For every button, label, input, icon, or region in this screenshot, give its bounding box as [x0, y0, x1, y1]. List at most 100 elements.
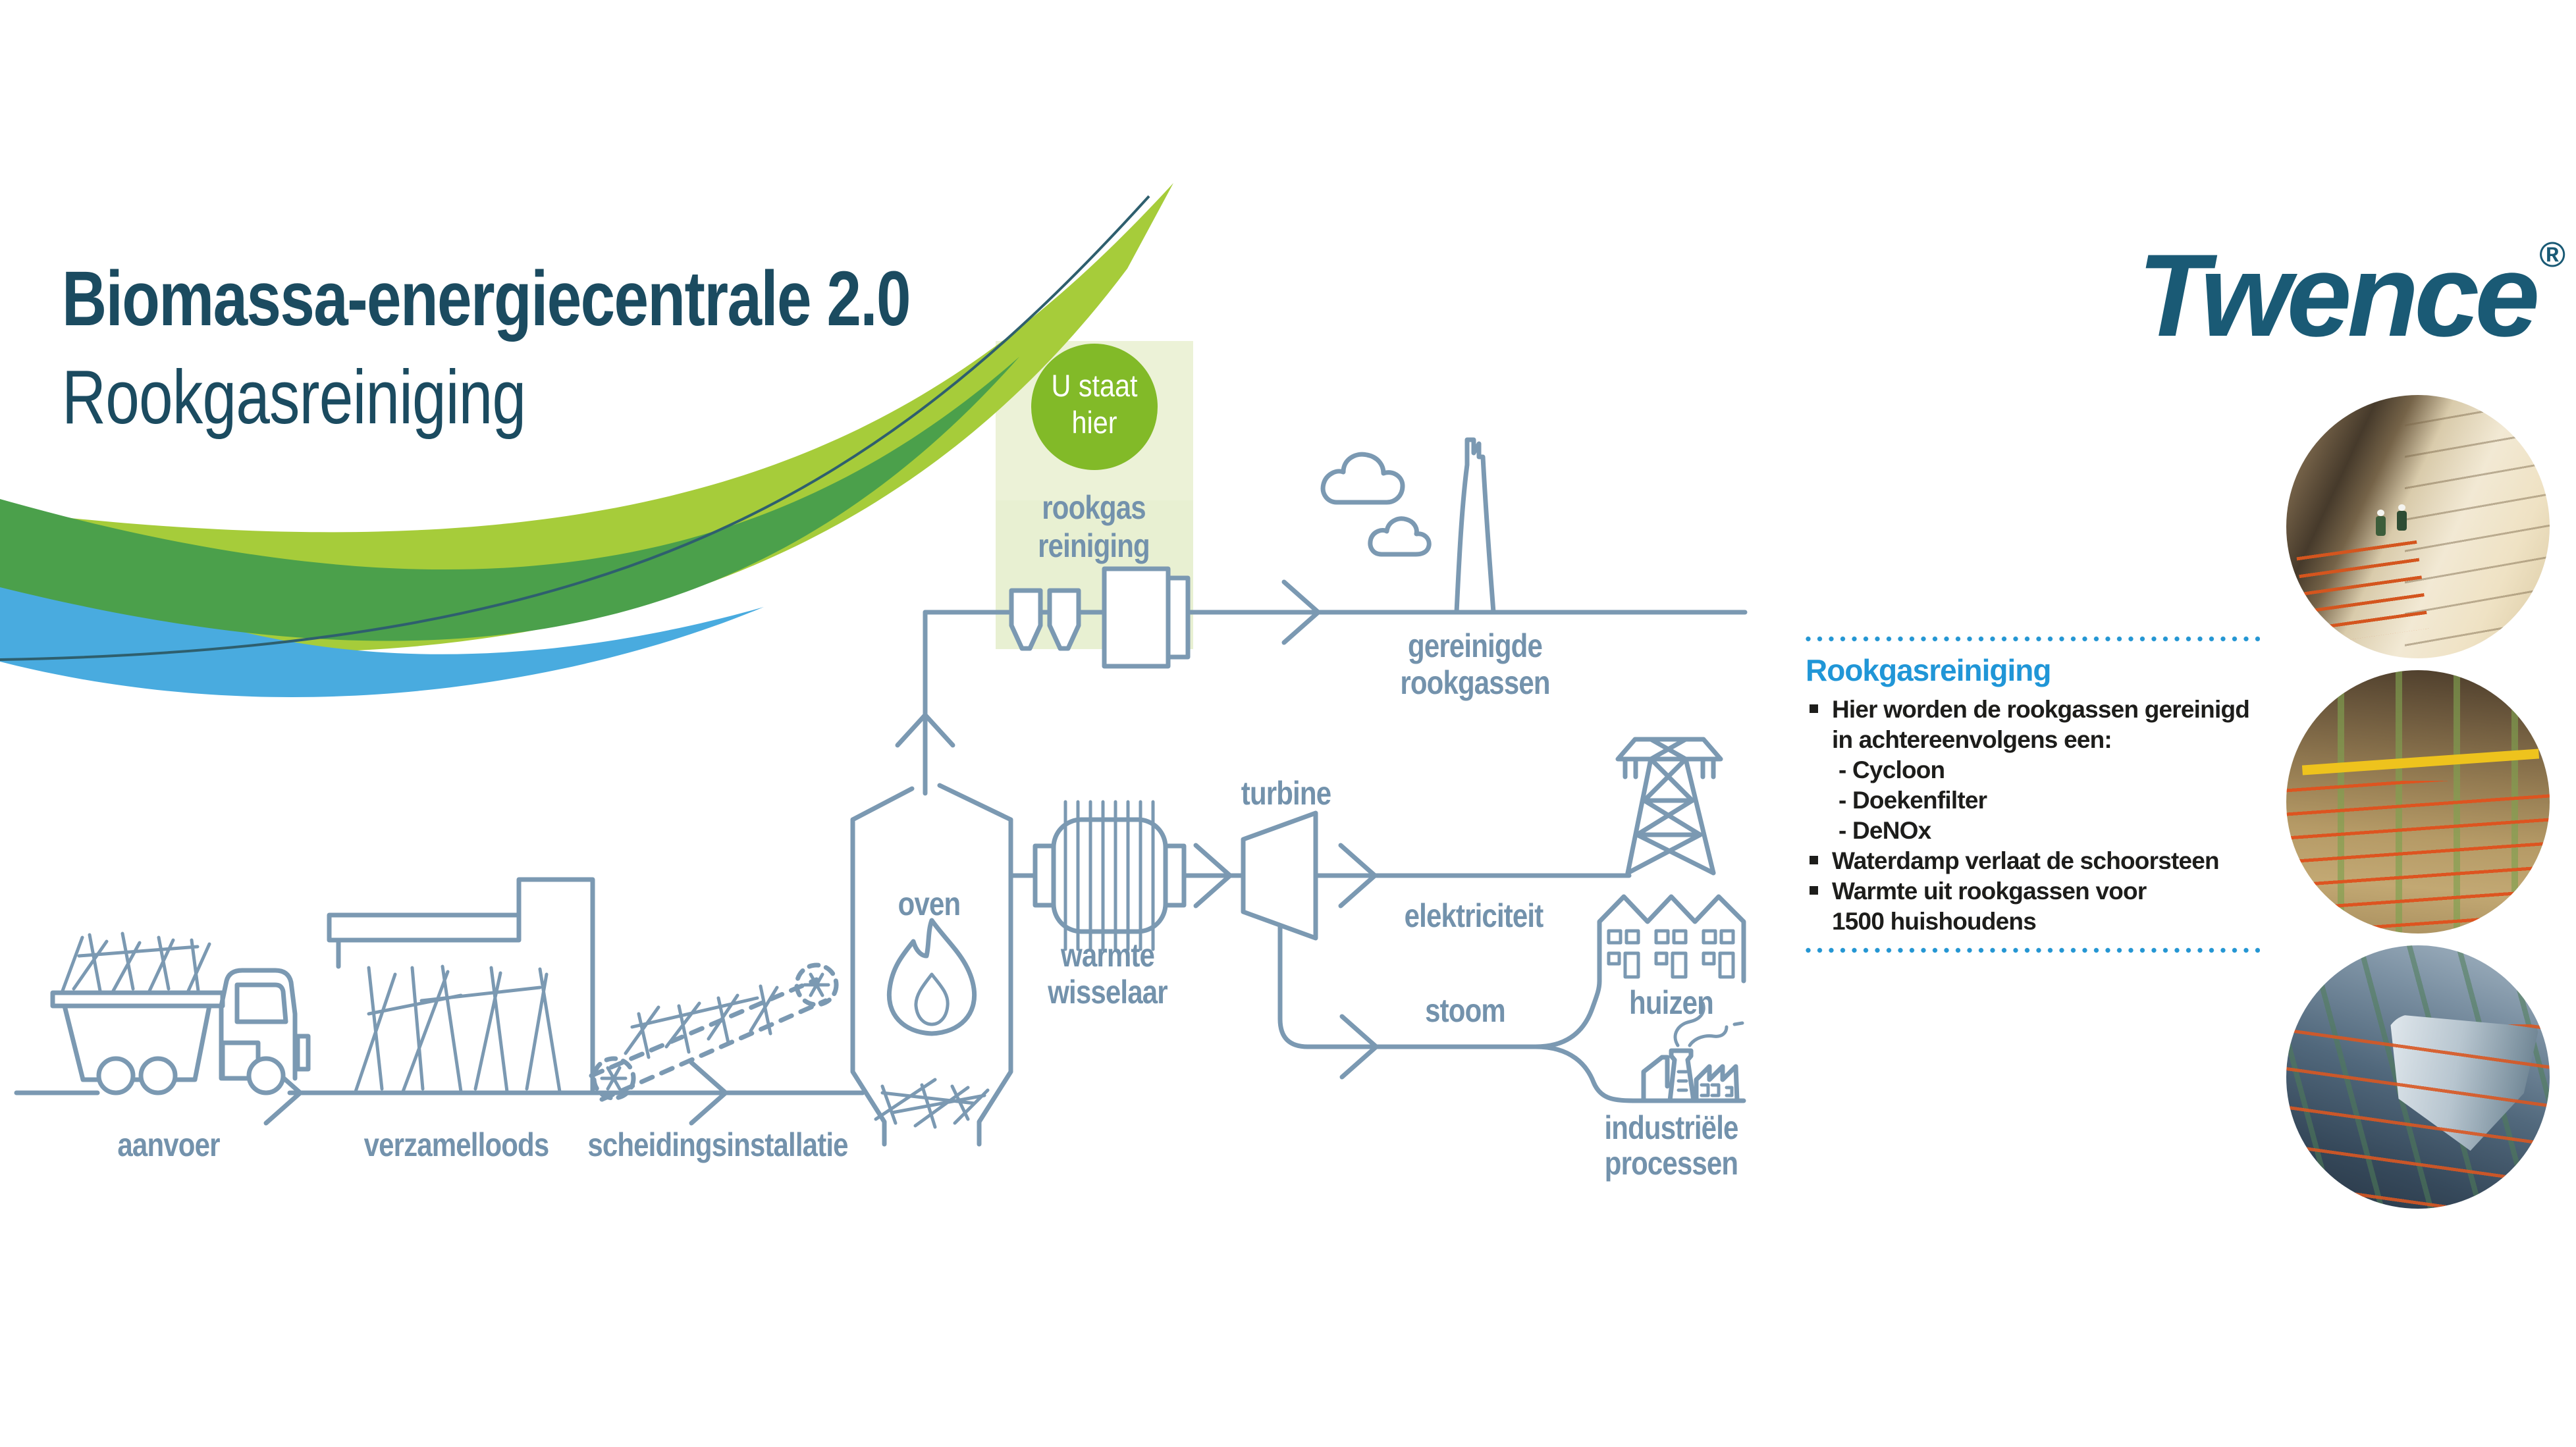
- swoosh-thin-line: [0, 195, 1150, 661]
- factory-smoke: [1673, 1001, 1744, 1047]
- info-heading: Rookgasreiniging: [1806, 653, 2051, 687]
- label-scheidingsinstallatie: scheidingsinstallatie: [587, 1126, 848, 1163]
- label-processen: processen: [1605, 1145, 1738, 1182]
- factory-sawtooth: [1694, 1064, 1740, 1103]
- info-line: Hier worden de rookgassen gereinigd: [1806, 695, 2260, 725]
- label-huizen: huizen: [1629, 984, 1713, 1021]
- page-subtitle: Rookgasreiniging: [62, 354, 526, 440]
- info-line: Warmte uit rookgassen voor: [1806, 876, 2260, 907]
- swoosh-graphic: [0, 183, 1173, 697]
- badge-line1: U staat: [1052, 369, 1138, 404]
- shed-wood-pile: [354, 964, 562, 1093]
- badge-circle: [1031, 344, 1158, 470]
- photo-installation: [2286, 945, 2550, 1209]
- info-line: - DeNOx: [1838, 817, 1931, 844]
- branch-stoom-huizen: [1533, 978, 1602, 1049]
- arrow-right-stoom: [1339, 1014, 1379, 1080]
- chimney: [1454, 437, 1496, 615]
- line-stoom: [1277, 923, 1538, 1049]
- title-block: Biomassa-energiecentrale 2.0 Rookgasrein…: [62, 254, 1122, 441]
- truck-wheel-3: [246, 1056, 286, 1095]
- arrow-right-rookgas: [1281, 579, 1321, 645]
- label-stoom: stoom: [1425, 992, 1505, 1029]
- cloud-small: [1368, 516, 1432, 557]
- truck-wheel-2: [138, 1056, 178, 1095]
- you-are-here-badge: U staat hier: [1031, 344, 1158, 470]
- logo-wordmark: Twence: [2137, 230, 2540, 361]
- dotted-divider-bottom: [1806, 947, 2260, 953]
- oven-vessel: [850, 783, 1013, 1147]
- info-line: Waterdamp verlaat de schoorsteen: [1806, 846, 2260, 876]
- label-industriele: industriële: [1604, 1109, 1738, 1146]
- photo-orange-railings: [2286, 1024, 2550, 1209]
- factory-stack-marks: [1677, 1070, 1688, 1092]
- hx-tab-left: [1033, 843, 1056, 908]
- conveyor-wood: [624, 984, 779, 1059]
- info-line: 1500 huishoudens: [1832, 908, 2037, 935]
- arrow-right-2: [689, 1060, 728, 1126]
- photo-plant-interior: [2286, 670, 2550, 934]
- cyclone-2: [1047, 588, 1081, 651]
- hx-tab-right: [1163, 843, 1187, 908]
- badge-line2: hier: [1072, 406, 1117, 440]
- oven-flame-inner: [914, 972, 950, 1026]
- label-wisselaar: wisselaar: [1047, 974, 1167, 1011]
- swoosh-blue: [0, 523, 764, 697]
- photo-worker-1: [2376, 510, 2386, 536]
- photo-worker-2: [2397, 504, 2407, 531]
- truck-container: [62, 1003, 212, 1082]
- chimney-icon: [1320, 437, 1496, 615]
- factory-doors: [1700, 1083, 1734, 1097]
- gear-right: [794, 962, 839, 1007]
- shed-icon: [327, 877, 595, 1095]
- photo-pipe-seams: [2405, 395, 2550, 658]
- truck-container-rim: [50, 990, 225, 1009]
- pylon-icon: [1615, 737, 1723, 876]
- gear-right-star: [803, 972, 830, 997]
- houses-windows: [1607, 929, 1735, 979]
- page-title: Biomassa-energiecentrale 2.0: [62, 255, 911, 342]
- hx-body: [1051, 817, 1168, 934]
- label-rookgas: rookgas: [1042, 489, 1145, 526]
- dotted-divider-top: [1806, 636, 2260, 642]
- registered-mark: ®: [2539, 235, 2566, 275]
- shed-tower: [516, 877, 595, 1095]
- turbine-icon: [1241, 810, 1318, 941]
- info-panel: Rookgasreiniging Hier worden de rookgass…: [1806, 636, 2260, 953]
- factory-left-block: [1641, 1055, 1670, 1103]
- label-turbine: turbine: [1241, 775, 1331, 812]
- belt-bottom: [599, 998, 828, 1102]
- arrow-right-3: [1193, 843, 1233, 908]
- label-warmte: warmte: [1060, 937, 1154, 974]
- info-line: - Cycloon: [1838, 756, 1945, 783]
- label-gereinigde: gereinigde: [1408, 627, 1542, 664]
- filter-side: [1166, 575, 1191, 660]
- photo-pipes: [2286, 395, 2550, 658]
- photo-orange-railings: [2286, 781, 2550, 934]
- oven-wood-pile: [874, 1078, 990, 1129]
- gear-left-star: [600, 1066, 628, 1091]
- filter-main: [1102, 566, 1171, 669]
- truck-cab: [219, 968, 298, 1081]
- oven-icon: [850, 783, 1013, 1147]
- swoosh-light-green: [0, 183, 1173, 653]
- oven-flame-outer: [886, 918, 977, 1036]
- houses-outline: [1597, 894, 1746, 984]
- belt-top: [589, 977, 819, 1078]
- heat-exchanger-icon: [1033, 800, 1187, 951]
- hx-coils: [1063, 800, 1155, 951]
- flow-lines: [14, 579, 1748, 1126]
- truck-icon: [50, 932, 311, 1095]
- cloud-big: [1320, 452, 1405, 505]
- branch-stoom-industrie: [1533, 1044, 1636, 1103]
- truck-wheel-1: [96, 1056, 136, 1095]
- shed-roof: [327, 912, 522, 943]
- truck-wood: [61, 932, 211, 993]
- gear-left: [591, 1056, 636, 1101]
- label-reiniging: reiniging: [1038, 527, 1150, 564]
- label-oven: oven: [898, 885, 961, 922]
- twence-logo: Twence®: [2137, 228, 2565, 363]
- label-elektriciteit: elektriciteit: [1405, 897, 1543, 934]
